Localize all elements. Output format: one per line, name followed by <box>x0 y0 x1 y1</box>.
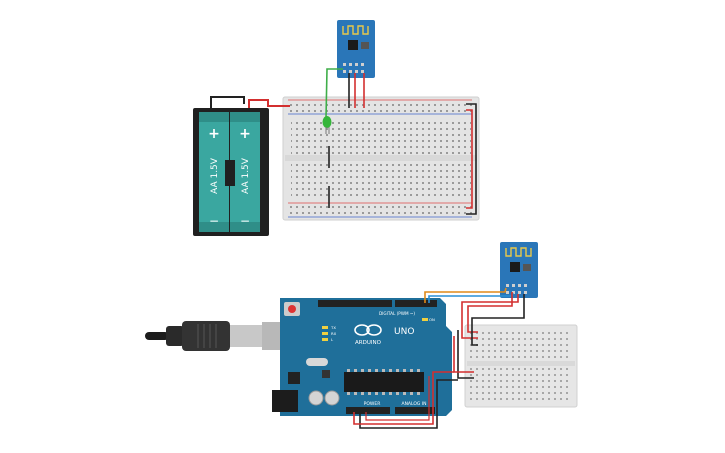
arduino-uno-board[interactable] <box>272 298 452 416</box>
wire-orange-tx[interactable] <box>424 287 507 303</box>
battery-cell-1-label: AA 1.5V <box>210 157 220 194</box>
arduino-digital-label: DIGITAL (PWM ~) <box>379 311 415 316</box>
battery-cell-2-plus: + <box>239 126 251 142</box>
arduino-led-label-l: L <box>331 337 334 342</box>
arduino-brand-text: ARDUINO <box>355 340 382 346</box>
arduino-power-label: POWER <box>364 401 381 407</box>
wire-black-arduino-gnd[interactable] <box>359 379 458 429</box>
battery-cell-1-minus: − <box>209 214 219 228</box>
wire-red-arduino-5v[interactable] <box>365 376 430 421</box>
arduino-model-text: UNO <box>394 327 414 337</box>
breadboard-large <box>282 96 480 221</box>
wire-black-esp-gnd[interactable] <box>471 294 525 346</box>
battery-cell-2-label: AA 1.5V <box>241 157 251 194</box>
battery-wire-black[interactable] <box>210 96 245 108</box>
breadboard-small <box>464 324 578 408</box>
usb-cable[interactable] <box>145 321 292 351</box>
arduino-led-label-on: ON <box>429 317 435 322</box>
esp-top-wire-green[interactable] <box>325 68 343 119</box>
wire-red-esp-vcc[interactable] <box>461 294 519 339</box>
rail-wire-red-right[interactable] <box>466 109 473 209</box>
green-led[interactable] <box>322 116 332 134</box>
arduino-analog-label: ANALOG IN <box>401 401 426 407</box>
wire-red-arduino-3v3[interactable] <box>353 371 454 425</box>
battery-pack[interactable] <box>193 108 269 236</box>
rail-wire-black-right[interactable] <box>466 103 477 215</box>
esp-module-bottom[interactable] <box>500 242 538 298</box>
wire-black-gnd-rail[interactable] <box>457 330 474 379</box>
battery-wire-red[interactable] <box>248 99 290 108</box>
battery-cell-2-minus: − <box>240 214 250 228</box>
esp-module-top[interactable] <box>337 20 375 78</box>
arduino-led-label-rx: RX <box>331 331 337 336</box>
battery-cell-1-plus: + <box>208 126 220 142</box>
arduino-led-label-tx: TX <box>330 325 336 330</box>
